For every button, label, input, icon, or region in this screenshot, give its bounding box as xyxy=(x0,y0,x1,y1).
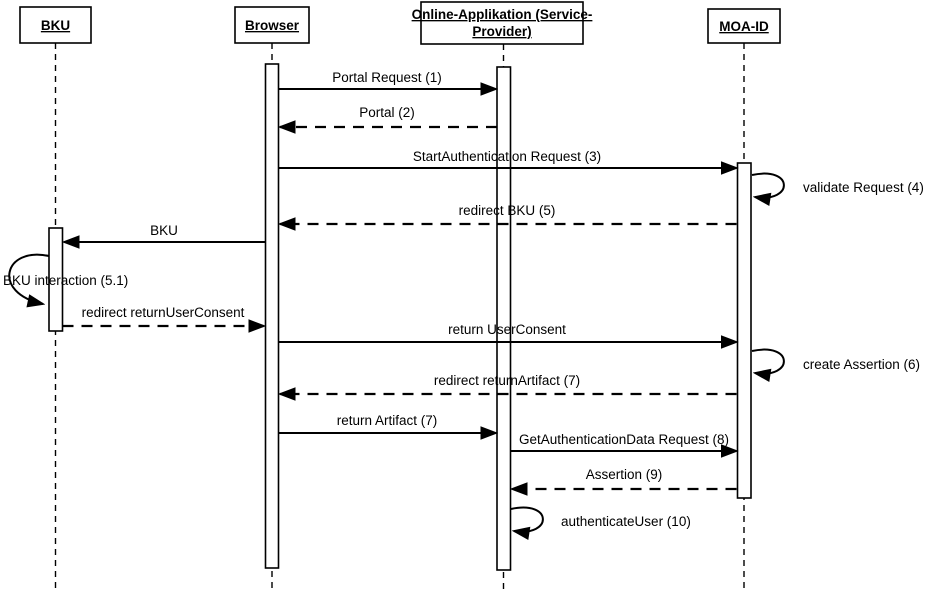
bku-label: BKU xyxy=(150,223,178,238)
validate-request-loop xyxy=(751,172,785,198)
message-create-assertion: create Assertion (6) xyxy=(751,348,920,374)
bku-actor-label: BKU xyxy=(41,18,70,33)
bku-interaction-loop xyxy=(8,253,50,304)
validate-request-label: validate Request (4) xyxy=(803,180,924,195)
redirect-return-artifact-label: redirect returnArtifact (7) xyxy=(434,373,580,388)
bku-actor-box xyxy=(19,6,92,44)
return-user-consent-label: return UserConsent xyxy=(448,322,566,337)
message-validate-request: validate Request (4) xyxy=(751,172,924,198)
get-authentication-data-request-label: GetAuthenticationData Request (8) xyxy=(519,432,729,447)
message-return-user-consent: return UserConsent xyxy=(278,322,737,342)
redirect-return-user-consent-label: redirect returnUserConsent xyxy=(82,305,245,320)
moa-id-actor-label: MOA-ID xyxy=(719,19,769,34)
bku-activation-bar xyxy=(48,227,64,332)
create-assertion-loop xyxy=(751,348,785,374)
message-portal: Portal (2) xyxy=(280,105,497,127)
authenticate-user-label: authenticateUser (10) xyxy=(561,514,691,529)
actor-bku: BKU xyxy=(19,6,92,44)
actor-browser: Browser xyxy=(234,6,310,44)
online-app-actor-box xyxy=(420,1,584,45)
message-portal-request: Portal Request (1) xyxy=(278,70,497,89)
moa-id-activation-bar xyxy=(736,162,752,499)
actor-moa-id: MOA-ID xyxy=(707,8,781,44)
assertion-label: Assertion (9) xyxy=(586,467,663,482)
start-authentication-request-label: StartAuthentication Request (3) xyxy=(413,149,601,164)
online-app-actor-label-line1: Online-Applikation (Service- xyxy=(412,7,593,22)
message-start-authentication-request: StartAuthentication Request (3) xyxy=(278,149,737,168)
bku-interaction-label: BKU interaction (5.1) xyxy=(3,273,128,288)
message-redirect-bku: redirect BKU (5) xyxy=(280,203,737,224)
redirect-bku-label: redirect BKU (5) xyxy=(459,203,556,218)
portal-request-label: Portal Request (1) xyxy=(332,70,442,85)
authenticate-user-loop xyxy=(510,506,544,532)
portal-label: Portal (2) xyxy=(359,105,415,120)
actor-online-app: Online-Applikation (Service- Provider) xyxy=(412,1,593,45)
message-bku: BKU xyxy=(64,223,266,242)
return-artifact-label: return Artifact (7) xyxy=(337,413,438,428)
browser-actor-box xyxy=(234,6,310,44)
message-return-artifact: return Artifact (7) xyxy=(278,413,497,433)
message-get-authentication-data-request: GetAuthenticationData Request (8) xyxy=(511,432,737,451)
message-redirect-return-artifact: redirect returnArtifact (7) xyxy=(280,373,737,394)
online-app-actor-label-line2: Provider) xyxy=(472,24,531,39)
moa-id-actor-box xyxy=(707,8,781,44)
create-assertion-label: create Assertion (6) xyxy=(803,357,920,372)
message-assertion: Assertion (9) xyxy=(512,467,737,489)
message-authenticate-user: authenticateUser (10) xyxy=(510,506,691,532)
online-app-activation-bar xyxy=(496,66,512,571)
message-bku-interaction: BKU interaction (5.1) xyxy=(3,253,128,304)
browser-activation-bar xyxy=(264,63,280,569)
message-redirect-return-user-consent: redirect returnUserConsent xyxy=(62,305,265,326)
browser-actor-label: Browser xyxy=(245,18,300,33)
